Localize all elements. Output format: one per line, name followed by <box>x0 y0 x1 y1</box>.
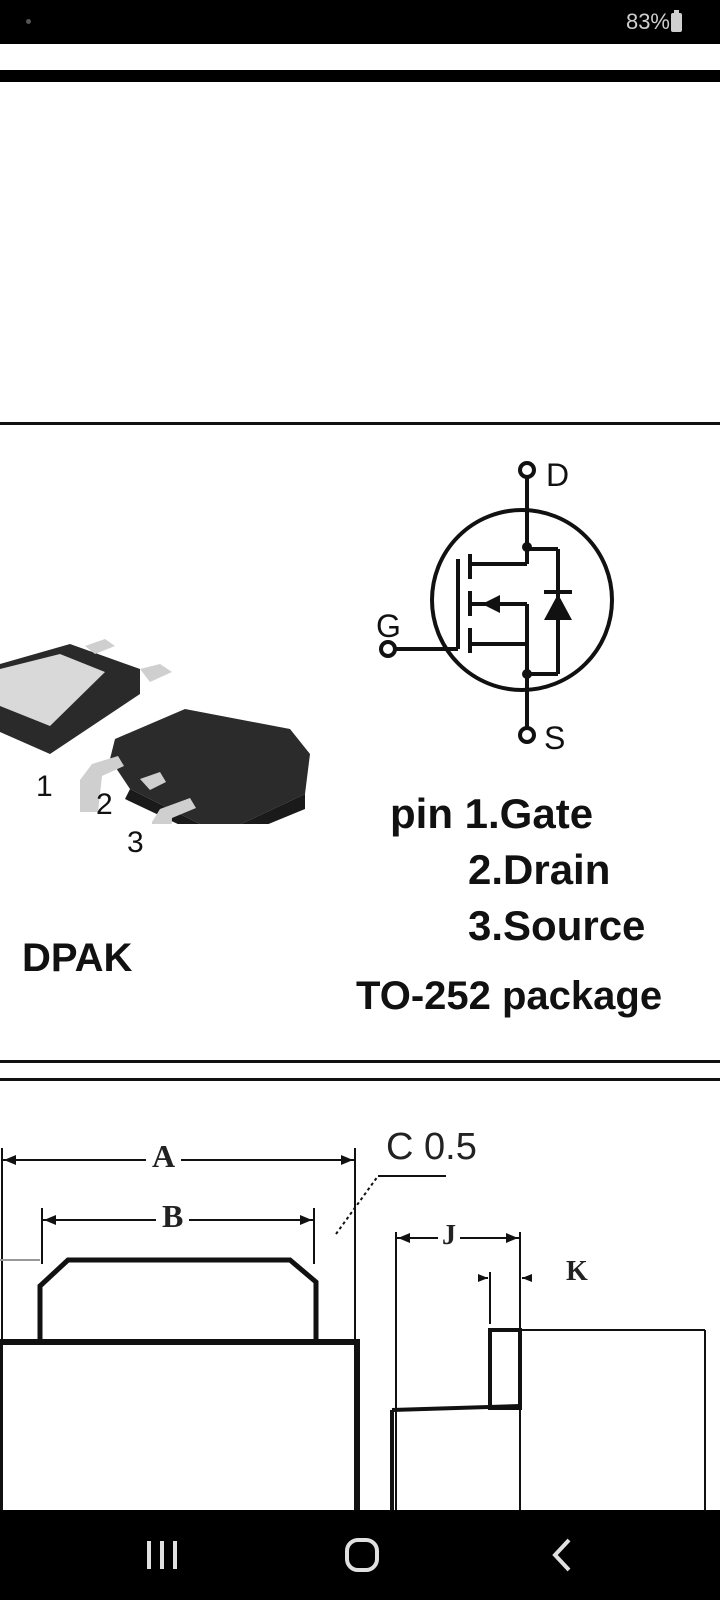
mosfet-schematic-symbol <box>379 461 614 744</box>
back-button[interactable] <box>522 1530 602 1580</box>
source-terminal-label: S <box>544 720 566 756</box>
gate-terminal-label: G <box>376 608 401 644</box>
dimension-j-label: J <box>438 1220 460 1252</box>
package-name-label: DPAK <box>22 936 133 980</box>
home-button[interactable] <box>322 1530 402 1580</box>
pin-2-drain-label: 2.Drain <box>468 846 611 893</box>
rule-2 <box>0 1060 720 1063</box>
pin-number-1: 1 <box>36 770 53 803</box>
battery-icon <box>671 10 682 32</box>
dpak-package-illustration <box>0 639 310 824</box>
dimension-k-label: K <box>566 1256 588 1287</box>
dimension-b-label: B <box>156 1198 190 1235</box>
drain-terminal-label: D <box>546 457 570 493</box>
navigation-bar <box>0 1510 720 1600</box>
recents-icon <box>147 1541 177 1569</box>
recents-button[interactable] <box>122 1530 202 1580</box>
datasheet-image: 1 2 3 DPAK <box>0 44 720 1510</box>
battery-percent: 83% <box>625 9 670 34</box>
pin-number-3: 3 <box>127 826 144 859</box>
dimension-a-label: A <box>146 1138 182 1175</box>
pin-number-2: 2 <box>96 788 113 821</box>
home-icon <box>345 1538 379 1572</box>
notification-dot <box>26 19 31 24</box>
top-rule <box>0 70 720 82</box>
rule-1 <box>0 422 720 425</box>
pin-1-gate-label: pin 1.Gate <box>390 790 594 837</box>
rule-3 <box>0 1078 720 1081</box>
status-bar: 83% <box>0 0 720 44</box>
dimension-c-label: C 0.5 <box>386 1126 477 1168</box>
back-icon <box>552 1538 571 1572</box>
pin-3-source-label: 3.Source <box>468 902 646 949</box>
package-type-label: TO-252 package <box>356 974 663 1018</box>
dimension-drawing <box>0 1148 706 1510</box>
